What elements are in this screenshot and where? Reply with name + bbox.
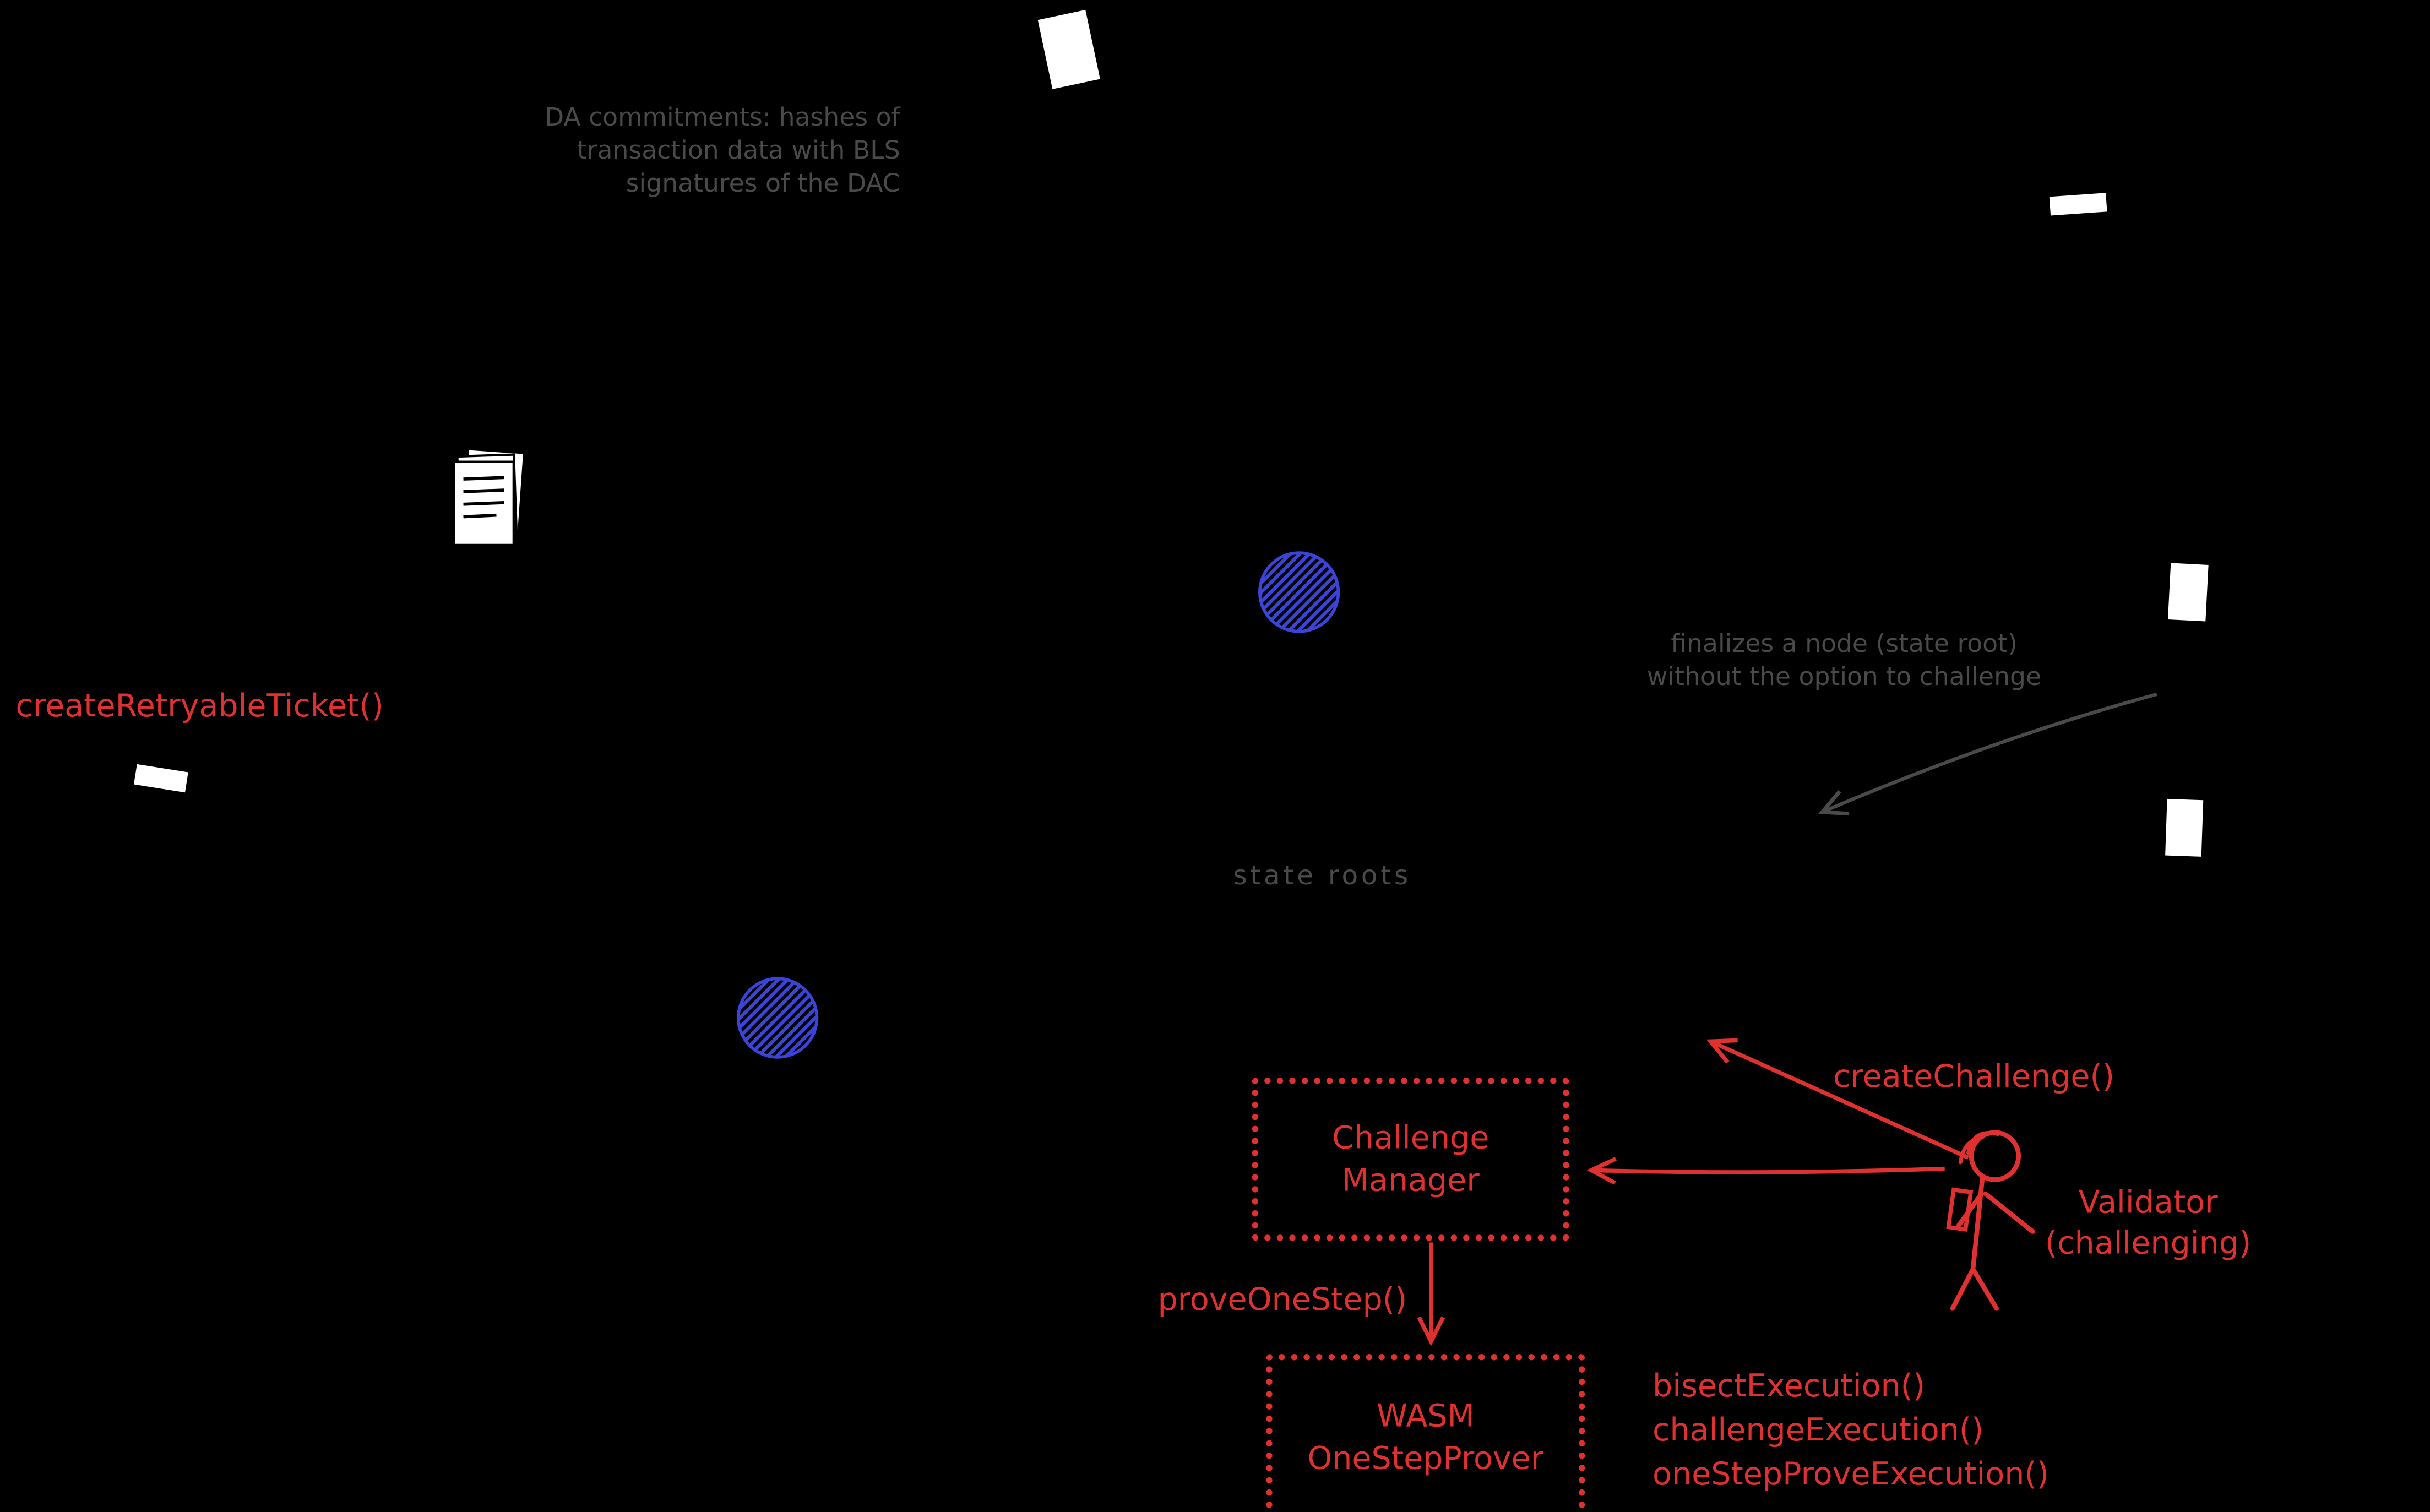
note-da-commitments: DA commitments: hashes of transaction da…: [544, 102, 900, 198]
label-validator: Validator (challenging): [2045, 1183, 2252, 1261]
wasm-one-step-prover-box: WASM OneStepProver: [1266, 1354, 1585, 1512]
white-card-icon: [134, 764, 188, 793]
wasm-one-step-prover-label: WASM OneStepProver: [1307, 1396, 1544, 1477]
label-create-retryable-ticket: createRetryableTicket(): [15, 686, 384, 725]
finalize-arrow-icon: [1818, 692, 2157, 816]
label-challenge-execution: challengeExecution(): [1652, 1410, 1984, 1449]
label-one-step-prove-execution: oneStepProveExecution(): [1652, 1454, 2049, 1493]
challenge-manager-arrow-icon: [1586, 1157, 1945, 1185]
challenge-manager-label: Challenge Manager: [1332, 1118, 1489, 1199]
label-create-challenge: createChallenge(): [1833, 1057, 2115, 1095]
note-finalizes-node: finalizes a node (state root) without th…: [1647, 628, 2042, 692]
label-bisect-execution: bisectExecution(): [1652, 1366, 1926, 1405]
note-state-roots: state roots: [1233, 861, 1411, 893]
white-card-icon: [1037, 9, 1100, 89]
challenge-manager-box: Challenge Manager: [1252, 1077, 1569, 1241]
label-prove-one-step: proveOneStep(): [1157, 1280, 1407, 1318]
validator-figure-icon: [1916, 1100, 2089, 1319]
white-card-icon: [2167, 563, 2209, 622]
scribble-circle-icon: [1255, 548, 1343, 637]
white-card-icon: [2165, 798, 2204, 857]
document-stack-icon: [449, 448, 531, 551]
scribble-circle-icon: [733, 974, 822, 1062]
white-card-icon: [2049, 193, 2107, 216]
